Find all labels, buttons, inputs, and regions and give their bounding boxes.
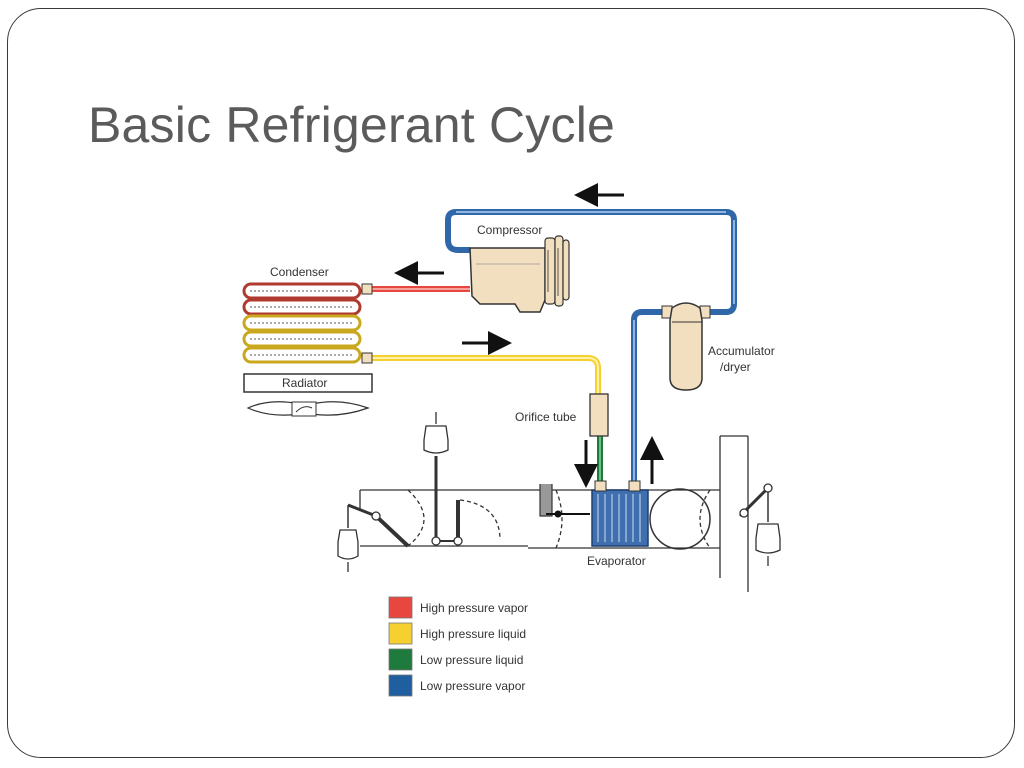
compressor-label: Compressor (477, 223, 542, 237)
high-pressure-liquid-line (372, 355, 601, 396)
legend-swatch-high-pressure-vapor (388, 596, 413, 619)
accumulator-dryer (661, 302, 711, 391)
left-door-actuator (337, 503, 410, 572)
condenser-label: Condenser (270, 265, 329, 279)
accumulator-label-line1: Accumulator (708, 344, 775, 358)
legend-label-high-pressure-vapor: High pressure vapor (420, 601, 528, 615)
right-door-actuator (738, 483, 781, 566)
fan (246, 401, 370, 417)
condenser (242, 282, 373, 364)
radiator (243, 373, 373, 393)
compressor (469, 235, 570, 313)
legend: High pressure vapor High pressure liquid… (388, 596, 528, 697)
evaporator-temp-sensor (539, 484, 590, 518)
radiator-label: Radiator (282, 376, 327, 390)
legend-swatch-low-pressure-liquid (388, 648, 413, 671)
slide-frame (7, 8, 1015, 758)
evaporator (591, 480, 649, 547)
legend-label-low-pressure-vapor: Low pressure vapor (420, 679, 525, 693)
evaporator-label: Evaporator (587, 554, 646, 568)
center-door-actuator (423, 412, 463, 546)
legend-label-low-pressure-liquid: Low pressure liquid (420, 653, 523, 667)
accumulator-label-line2: /dryer (720, 360, 751, 374)
legend-label-high-pressure-liquid: High pressure liquid (420, 627, 526, 641)
low-pressure-vapor-line (445, 209, 737, 482)
legend-swatch-high-pressure-liquid (388, 622, 413, 645)
orifice-tube-label: Orifice tube (515, 410, 577, 424)
slide-title: Basic Refrigerant Cycle (88, 97, 616, 153)
legend-swatch-low-pressure-vapor (388, 674, 413, 697)
orifice-tube (589, 393, 609, 437)
